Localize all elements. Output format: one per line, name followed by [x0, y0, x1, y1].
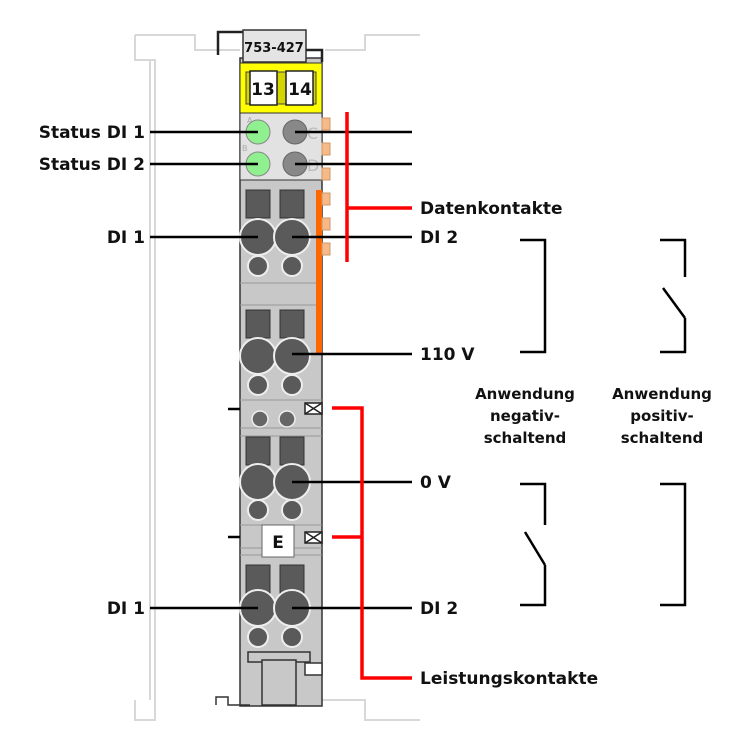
release-slot	[279, 309, 305, 339]
data-contacts	[316, 117, 331, 353]
test-port	[247, 499, 269, 521]
app-positive-line2: positiv-	[630, 407, 693, 425]
marker-e	[261, 524, 295, 558]
release-slot	[245, 309, 271, 339]
led-letter-d: D	[307, 156, 319, 175]
release-slot	[245, 436, 271, 466]
test-port	[281, 626, 303, 648]
wire-entry	[239, 463, 277, 501]
release-slot	[279, 436, 305, 466]
test-port	[281, 499, 303, 521]
label-0v: 0 V	[420, 473, 452, 493]
terminal-connectors	[239, 189, 311, 648]
label-status-di2: Status DI 2	[39, 155, 145, 175]
test-port	[281, 374, 303, 396]
part-number: 753-427	[244, 41, 304, 56]
wire-entry	[239, 337, 277, 375]
contact-indicator-lines	[332, 112, 412, 680]
marker-label: E	[272, 533, 284, 553]
release-slot	[245, 564, 271, 594]
negative-switch-bottom	[520, 482, 547, 607]
power-contact-marks	[304, 402, 323, 544]
small-circle	[251, 410, 269, 428]
led-letter-b: B	[242, 144, 248, 153]
release-slot	[279, 564, 305, 594]
data-contact-pad	[321, 142, 331, 156]
label-di1-bottom: DI 1	[107, 599, 145, 619]
test-port	[281, 255, 303, 277]
wire-entry	[273, 337, 311, 375]
module-foot	[215, 651, 323, 706]
app-negative-line2: negativ-	[490, 407, 560, 425]
release-slot	[245, 189, 271, 219]
data-contact-pad	[321, 217, 331, 231]
negative-bracket-top	[520, 238, 547, 354]
test-port	[247, 255, 269, 277]
test-port	[247, 374, 269, 396]
din-rail-outline	[134, 34, 420, 721]
positive-switch-top	[660, 238, 687, 354]
release-slot	[279, 189, 305, 219]
led-letter-c: C	[307, 124, 318, 143]
test-port	[247, 626, 269, 648]
terminal-number-13: 13	[251, 80, 275, 100]
positive-bracket-bottom	[660, 482, 687, 607]
data-contact-pad	[321, 192, 331, 206]
label-di2-bottom: DI 2	[420, 599, 458, 619]
terminal-number-14: 14	[288, 80, 312, 100]
app-positive-line1: Anwendung	[612, 385, 712, 403]
data-contact-pad	[321, 117, 331, 131]
label-di2-top: DI 2	[420, 228, 458, 248]
label-110v: 110 V	[420, 345, 475, 365]
small-circle	[278, 410, 296, 428]
app-negative-line3: schaltend	[484, 429, 567, 447]
label-di1-top: DI 1	[107, 228, 145, 248]
switch-diagrams	[520, 238, 687, 607]
app-positive-line3: schaltend	[621, 429, 704, 447]
app-negative-line1: Anwendung	[475, 385, 575, 403]
wires	[150, 130, 412, 610]
label-datenkontakte: Datenkontakte	[420, 199, 563, 219]
data-contact-pad	[321, 167, 331, 181]
label-status-di1: Status DI 1	[39, 123, 145, 143]
data-contact-pad	[321, 242, 331, 256]
label-leistungskontakte: Leistungskontakte	[420, 669, 598, 689]
led-letter-a: A	[247, 116, 253, 125]
